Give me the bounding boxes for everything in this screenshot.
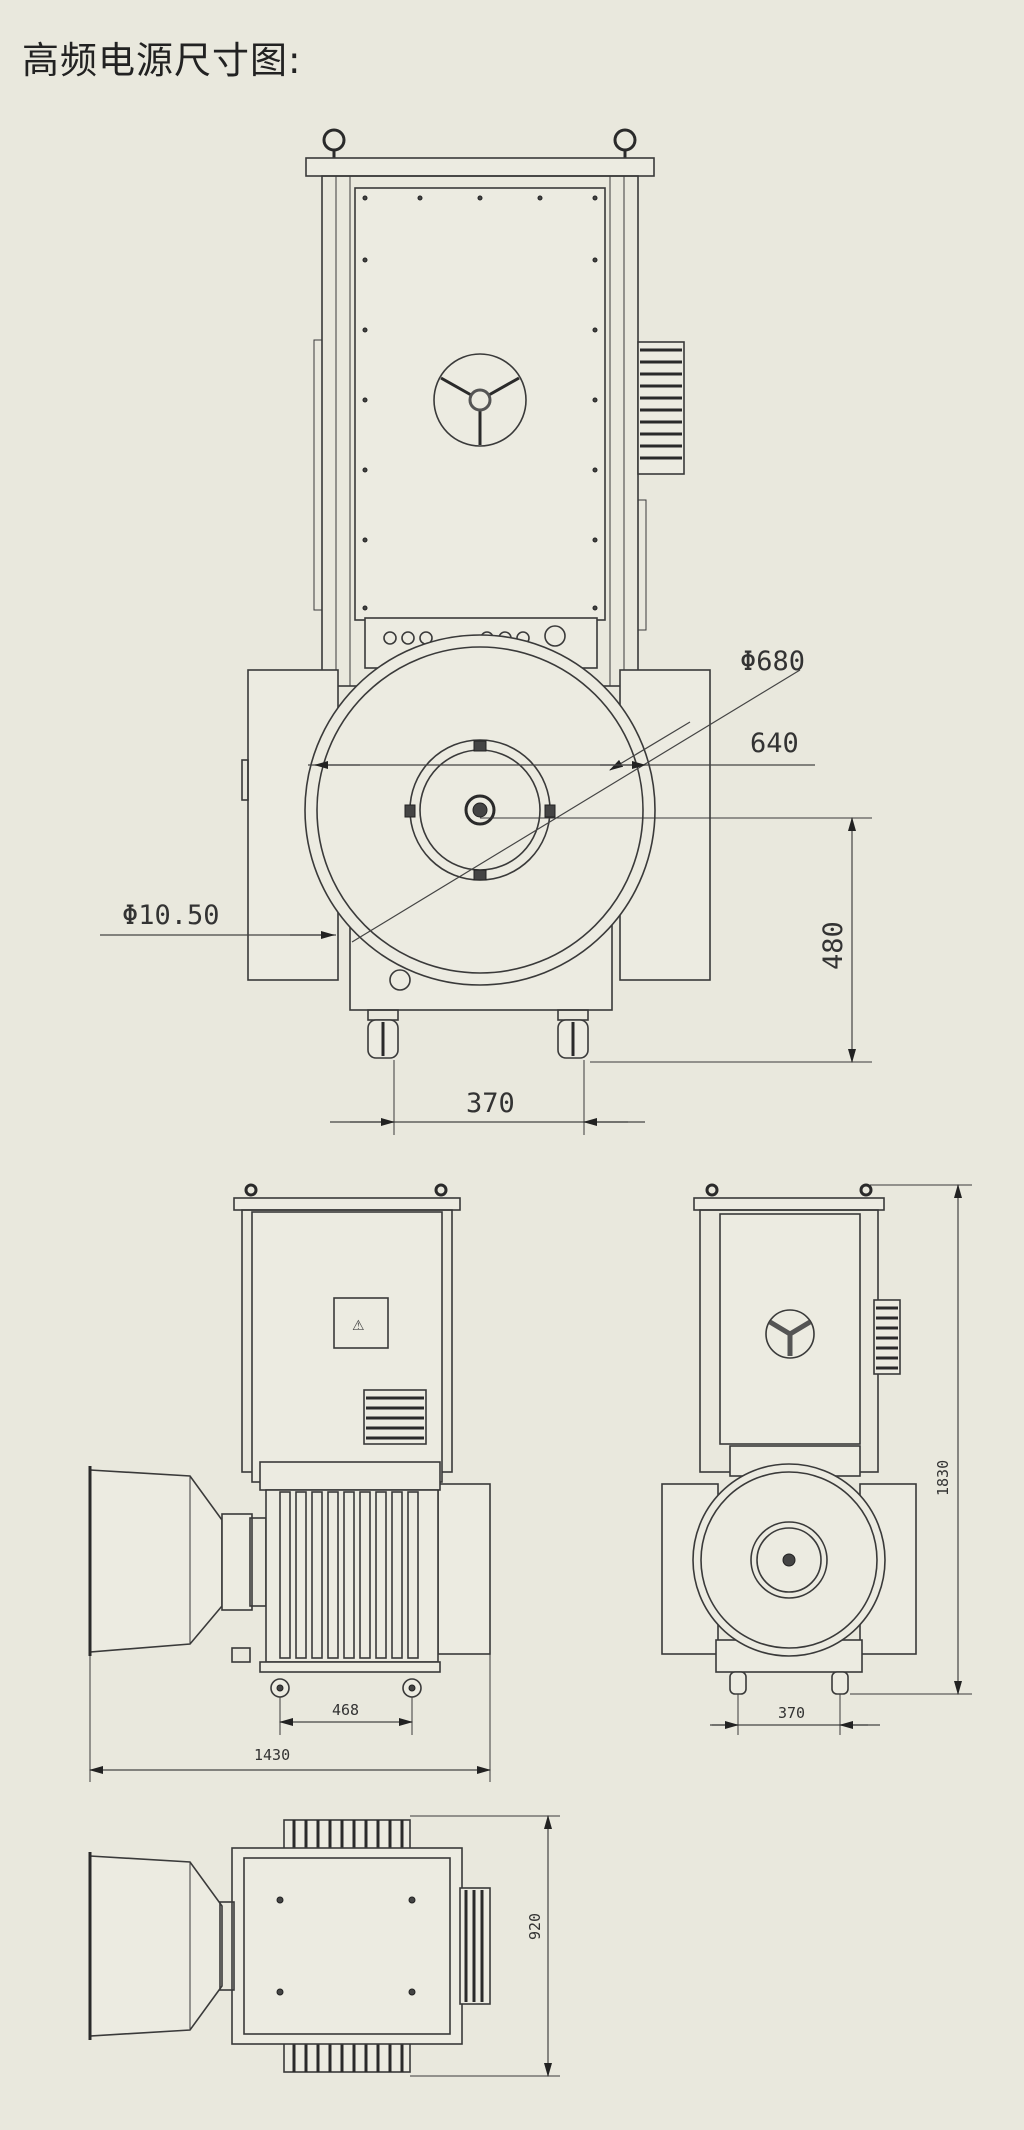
dim-480: 480 [818,921,849,970]
lifting-eye-icon [613,128,637,160]
caster-wheel-icon [367,1009,399,1059]
caster-wheel-icon [270,1678,290,1698]
side-view: ⚠ [88,1183,491,1782]
page-title: 高频电源尺寸图: [22,39,302,82]
caster-wheel-icon [729,1671,747,1695]
dim-diameter-680: Φ680 [740,646,805,677]
dim-wheel-span-370-right: 370 [778,1704,805,1722]
company-logo-icon [433,353,527,447]
caster-wheel-icon [402,1678,422,1698]
heatsink-fins [873,1299,901,1375]
dim-total-length-1430: 1430 [254,1746,290,1764]
top-view: 920 [88,1815,560,2077]
warning-icon: ⚠ [352,1318,365,1334]
front-view: Φ680 640 Φ10.50 480 370 [100,128,872,1135]
inspection-window [333,1297,389,1349]
dim-line-diameter-680 [351,669,801,943]
side-vent [313,339,323,611]
right-view: 370 1830 [661,1183,972,1735]
top-cabinet [231,1847,463,2045]
dim-hole-diameter: Φ10.50 [122,900,220,931]
radiator [259,1461,441,1673]
caster-wheel-icon [557,1009,589,1059]
heatsink-fins [637,341,685,475]
vent-grille [363,1389,427,1445]
fan-duct [89,1469,223,1653]
dim-total-height-1830: 1830 [934,1460,952,1496]
company-logo-icon [765,1309,815,1359]
caster-wheel-icon [831,1671,849,1695]
dim-wheel-span-468: 468 [332,1701,359,1719]
lifting-eye-icon [322,128,346,160]
dim-depth-920: 920 [526,1913,544,1940]
dim-wheel-span-370: 370 [466,1088,515,1119]
dim-640: 640 [750,728,799,759]
top-plate [305,157,655,177]
top-fan-duct [89,1855,223,2037]
panel-rivets [362,195,598,611]
